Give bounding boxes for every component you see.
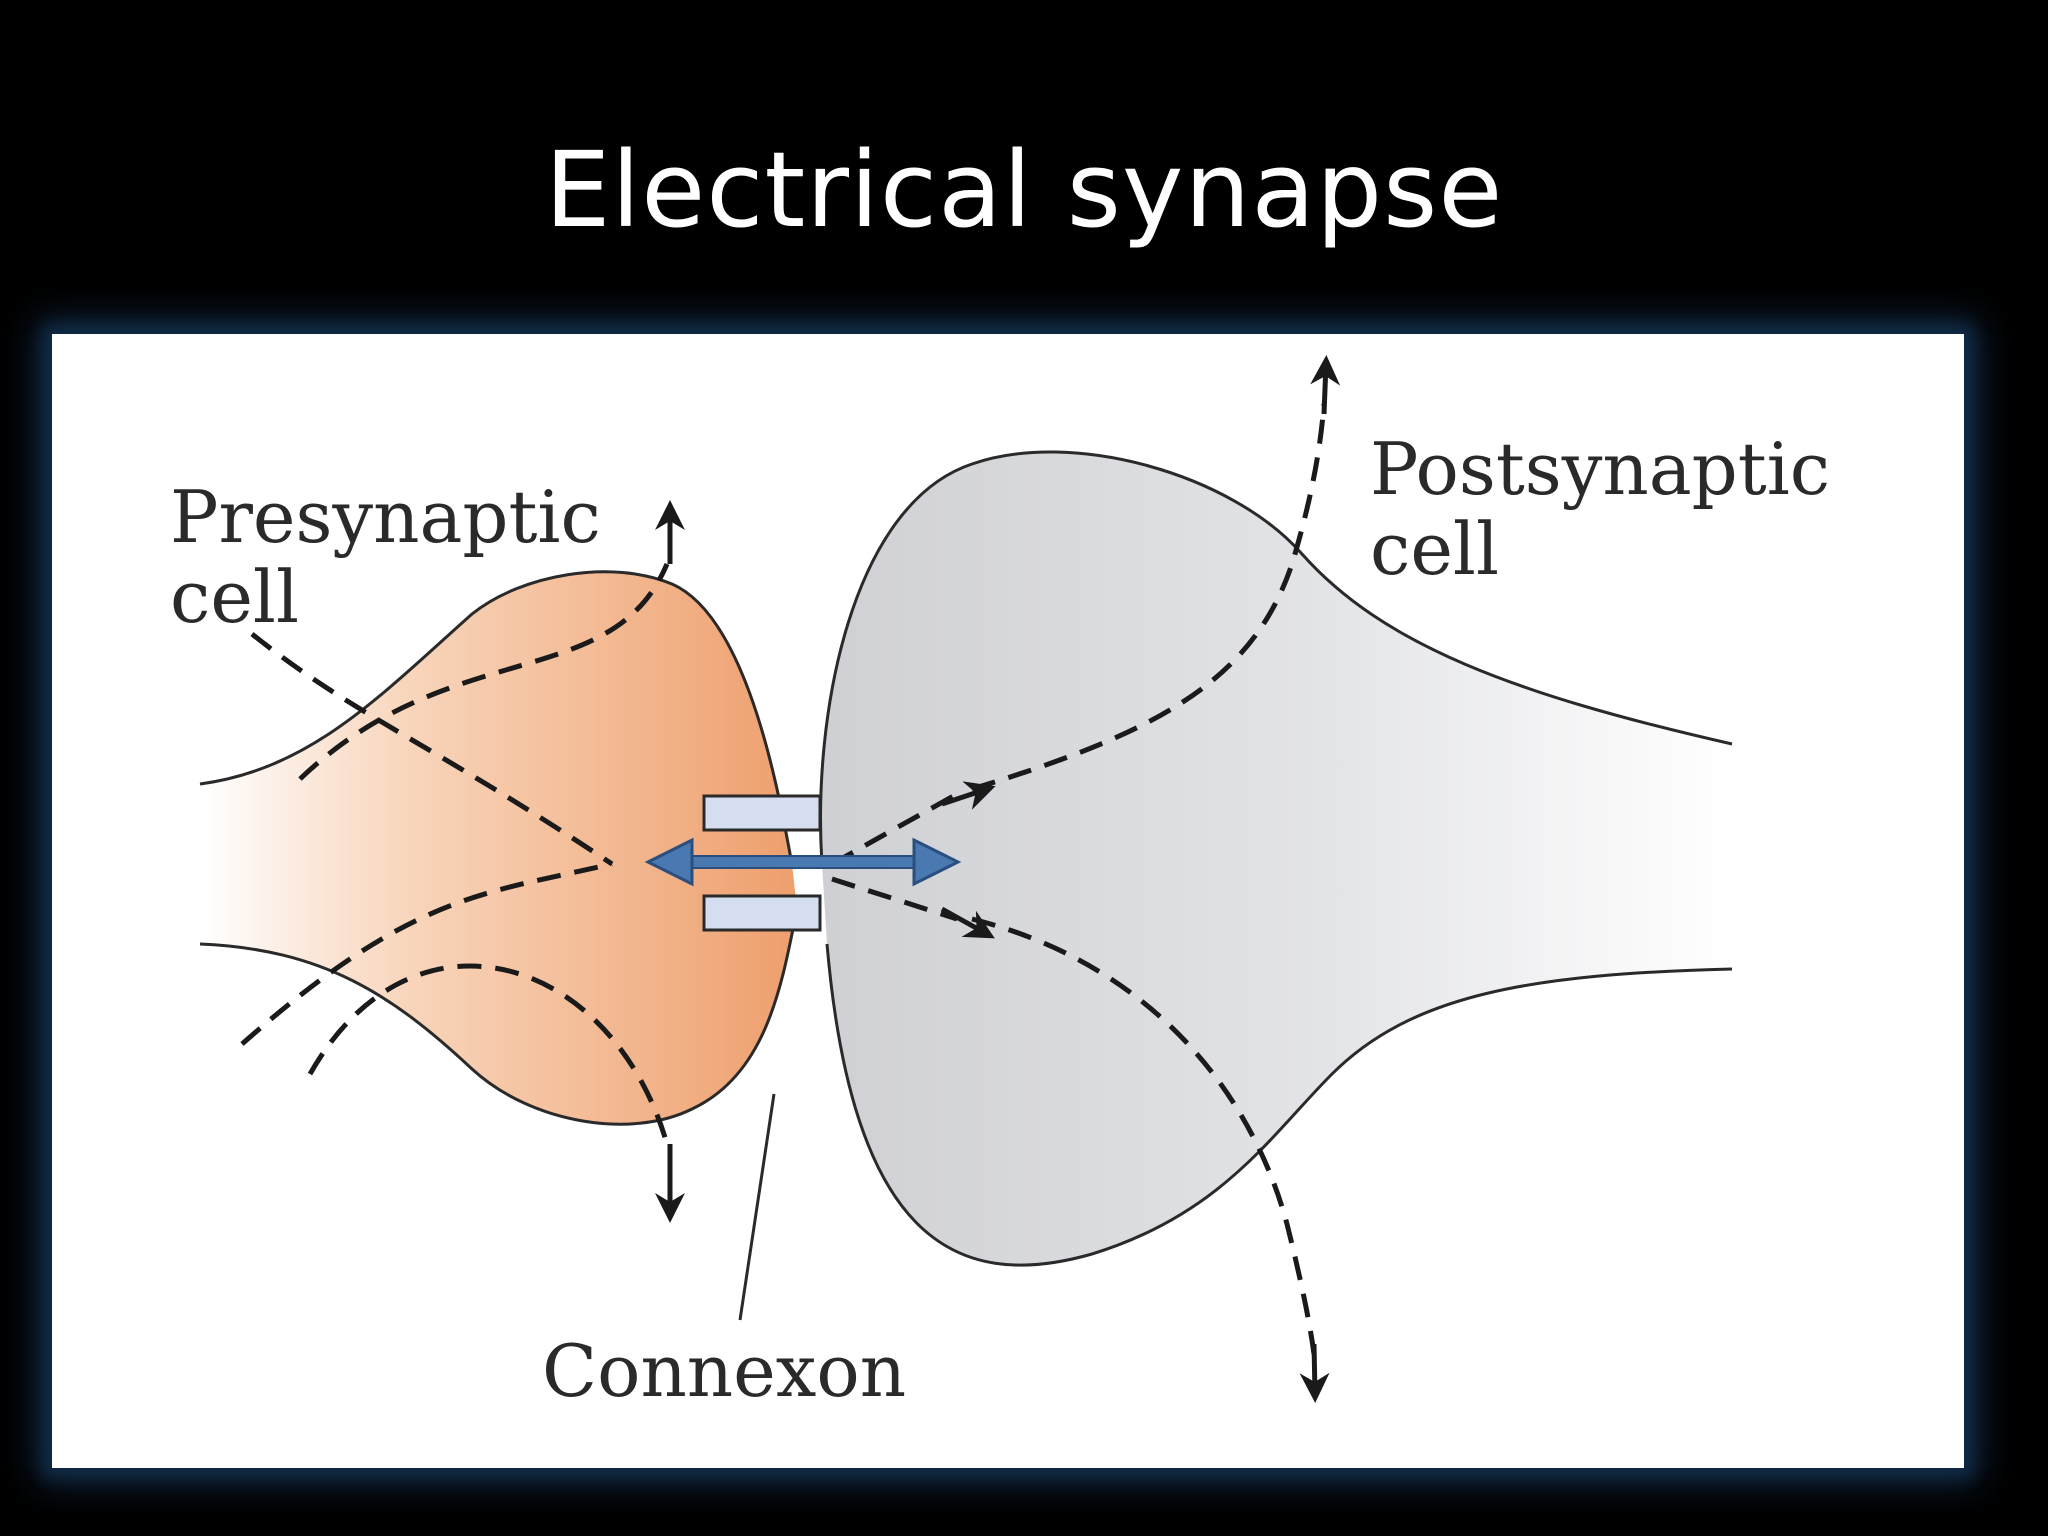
bidirectional-current-arrow: [644, 837, 962, 887]
postsynaptic-label-line2: cell: [1370, 507, 1499, 591]
diagram-frame: Presynaptic cell Postsynaptic cell Conne…: [52, 334, 1964, 1468]
slide-title: Electrical synapse: [544, 129, 1504, 251]
connexon-pointer-line: [738, 1093, 776, 1321]
postsynaptic-down-arrow: [1299, 1343, 1330, 1403]
presynaptic-label-line1: Presynaptic: [170, 475, 601, 559]
postsynaptic-label-line1: Postsynaptic: [1370, 427, 1830, 511]
postsynaptic-membrane-top: [819, 450, 1733, 865]
postsynaptic-upper-arrowhead: [941, 781, 996, 810]
postsynaptic-cell: [820, 451, 1732, 1266]
postsynaptic-lower-arrowhead: [940, 906, 995, 939]
presynaptic-cell: [200, 571, 797, 1125]
connexon-lower: [702, 894, 822, 932]
presynaptic-membrane-top: [199, 570, 794, 865]
presynaptic-membrane-bottom: [199, 908, 799, 1126]
connexon-label: Connexon: [542, 1329, 906, 1413]
postsynaptic-membrane-bottom: [825, 943, 1733, 1267]
postsynaptic-current-paths: [830, 403, 1327, 1355]
electrical-synapse-diagram: Presynaptic cell Postsynaptic cell Conne…: [170, 355, 1830, 1413]
postsynaptic-up-arrow: [1310, 355, 1341, 415]
presynaptic-current-paths: [240, 563, 670, 1145]
presynaptic-label-line2: cell: [170, 555, 299, 639]
connexon-upper: [702, 794, 822, 832]
